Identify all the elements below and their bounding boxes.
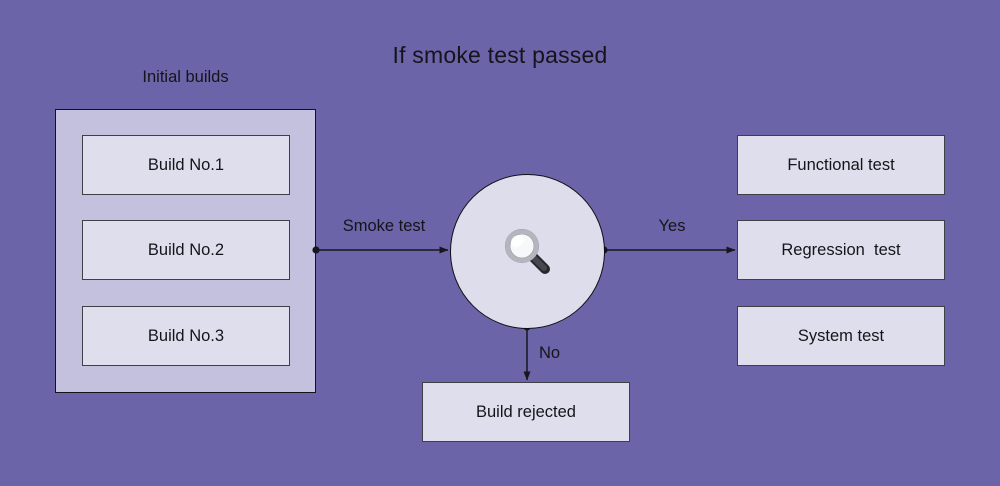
build-node-2: Build No.2 [82, 220, 290, 280]
no-edge-label: No [539, 344, 561, 362]
regression-test-node: Regression test [737, 220, 945, 280]
smoke-test-edge-label: Smoke test [342, 217, 426, 235]
build-node-3: Build No.3 [82, 306, 290, 366]
build-rejected-node: Build rejected [422, 382, 630, 442]
functional-test-node: Functional test [737, 135, 945, 195]
magnifier-icon [504, 228, 550, 274]
initial-builds-group: Build No.1 Build No.2 Build No.3 [55, 109, 316, 393]
diagram-title: If smoke test passed [392, 42, 608, 68]
initial-builds-label: Initial builds [142, 68, 229, 86]
build-node-1: Build No.1 [82, 135, 290, 195]
system-test-node: System test [737, 306, 945, 366]
smoke-test-decision-node [450, 174, 605, 329]
yes-edge-label: Yes [658, 217, 686, 235]
